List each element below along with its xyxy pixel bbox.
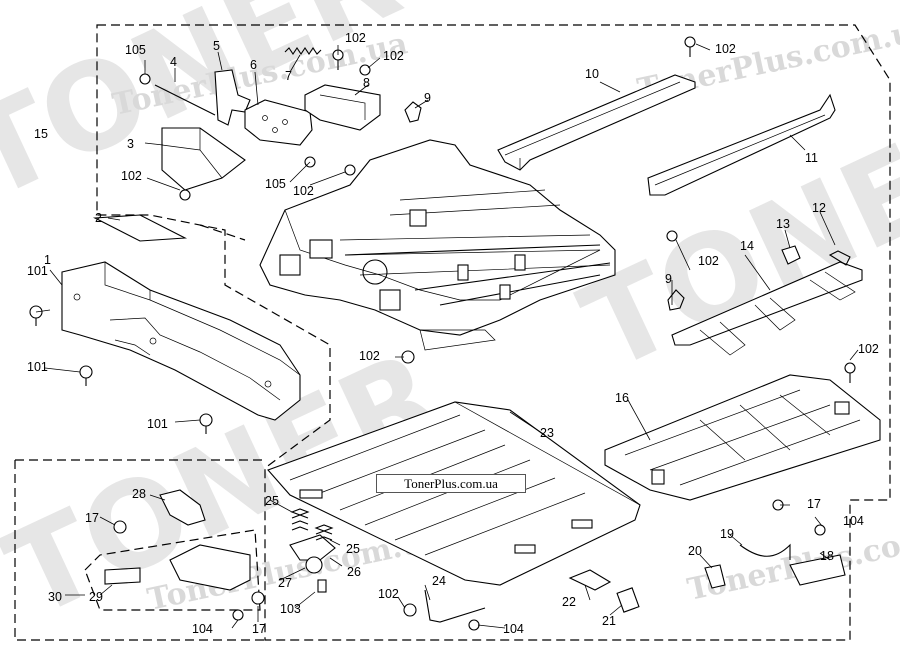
callout-102: 102 (359, 349, 380, 363)
part-cover (161, 127, 246, 191)
callout-104: 104 (843, 514, 864, 528)
part-spring-bracket (284, 47, 422, 131)
callout-19: 19 (720, 527, 734, 541)
screw (232, 609, 244, 621)
callout-101: 101 (27, 264, 48, 278)
callout-25: 25 (265, 494, 279, 508)
group-outlines (14, 24, 891, 641)
part-sensor-assembly (104, 489, 336, 593)
part-guide-plate-right (604, 374, 881, 501)
callout-28: 28 (132, 487, 146, 501)
callout-3: 3 (127, 137, 134, 151)
callout-26: 26 (347, 565, 361, 579)
callout-10: 10 (585, 67, 599, 81)
watermark-word: TONER (563, 79, 900, 399)
part-lower-guide (61, 261, 301, 421)
screw (79, 365, 93, 386)
callout-12: 12 (812, 201, 826, 215)
callout-23: 23 (540, 426, 554, 440)
part-harness (424, 543, 846, 623)
callout-2: 2 (95, 211, 102, 225)
callout-104: 104 (192, 622, 213, 636)
screw (468, 619, 480, 631)
callout-101: 101 (27, 360, 48, 374)
callout-102: 102 (715, 42, 736, 56)
part-shaft-bracket (139, 69, 316, 168)
callout-20: 20 (688, 544, 702, 558)
callout-11: 11 (805, 151, 818, 165)
screw (251, 591, 265, 605)
callout-18: 18 (820, 549, 834, 563)
callout-24: 24 (432, 574, 446, 588)
callout-22: 22 (562, 595, 576, 609)
assembly-15-outline (96, 24, 891, 641)
screw (344, 164, 356, 176)
screws (29, 36, 856, 631)
callout-102: 102 (378, 587, 399, 601)
callout-4: 4 (170, 55, 177, 69)
callout-7: 7 (285, 69, 292, 83)
screw (684, 36, 696, 57)
callout-102: 102 (698, 254, 719, 268)
callout-30: 30 (48, 590, 62, 604)
callout-15: 15 (34, 127, 48, 141)
callout-103: 103 (280, 602, 301, 616)
screw (814, 524, 826, 536)
callout-21: 21 (602, 614, 616, 628)
site-label[interactable]: TonerPlus.com.ua (376, 474, 526, 493)
callout-102: 102 (383, 49, 404, 63)
callout-105: 105 (265, 177, 286, 191)
part-exit-guide (667, 245, 863, 356)
callout-1: 1 (44, 253, 51, 267)
callout-27: 27 (278, 576, 292, 590)
callout-6: 6 (250, 58, 257, 72)
part-stays (497, 74, 836, 196)
callout-8: 8 (363, 76, 370, 90)
callout-14: 14 (740, 239, 754, 253)
callout-101: 101 (147, 417, 168, 431)
callout-9: 9 (665, 272, 672, 286)
screw (29, 305, 43, 326)
callout-25: 25 (346, 542, 360, 556)
callout-16: 16 (615, 391, 629, 405)
screw (403, 603, 417, 617)
subgroup-29-outline (84, 529, 261, 611)
callout-102: 102 (293, 184, 314, 198)
assembly-30-outline (14, 459, 265, 641)
callout-17: 17 (252, 622, 266, 636)
callout-105: 105 (125, 43, 146, 57)
screw (666, 230, 678, 242)
callout-102: 102 (345, 31, 366, 45)
callout-102: 102 (858, 342, 879, 356)
callout-29: 29 (89, 590, 103, 604)
callout-13: 13 (776, 217, 790, 231)
callout-5: 5 (213, 39, 220, 53)
screw (844, 362, 856, 383)
screw (359, 64, 371, 76)
callout-104: 104 (503, 622, 524, 636)
part-main-frame (259, 139, 616, 351)
callout-9: 9 (424, 91, 431, 105)
part-mylar-sheet (92, 214, 188, 242)
callout-17: 17 (807, 497, 821, 511)
screw (113, 520, 127, 534)
screw (179, 189, 191, 201)
callout-102: 102 (121, 169, 142, 183)
callout-17: 17 (85, 511, 99, 525)
dash-link (199, 224, 246, 241)
callout-labels: 1 2 3 4 5 6 7 8 9 9 10 11 12 13 14 15 16… (27, 31, 879, 636)
part-upper-guide (267, 401, 641, 586)
watermark-brand: TonerPlus.com.ua (684, 511, 900, 608)
leader-lines (35, 43, 859, 629)
